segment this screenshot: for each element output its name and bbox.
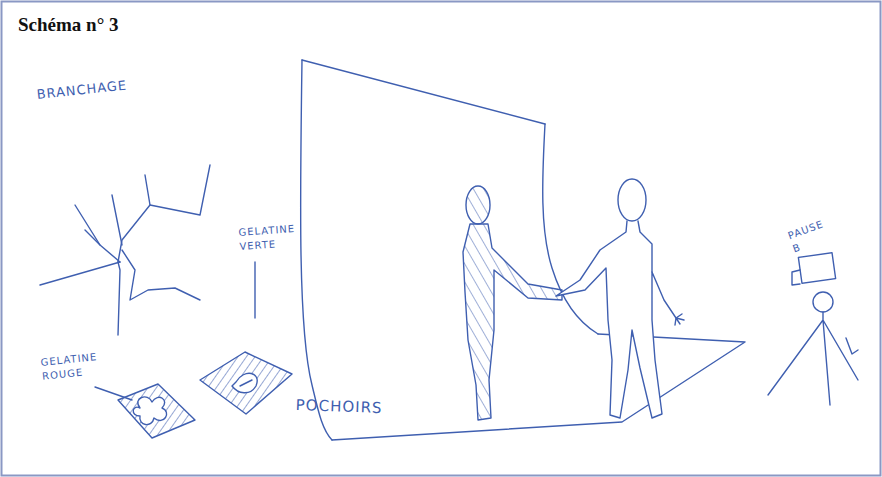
exposure-label: PAUSE B (786, 215, 837, 256)
backdrop-paper (301, 60, 745, 440)
branch-drawing (40, 165, 210, 335)
camera-on-tripod (768, 253, 858, 405)
gel-label: GELATINE ROUGE (40, 349, 113, 384)
stencil-red (118, 384, 195, 438)
stencil-green (200, 352, 292, 414)
model-hatched (463, 186, 562, 420)
leader-line (254, 262, 255, 318)
stencil-label: POCHOIRS (296, 398, 406, 416)
gel-label: GELATINE VERTE (238, 221, 310, 254)
branch-label: BRANCHAGE (36, 72, 187, 102)
model-outline (556, 179, 684, 418)
title: Schéma n° 3 (18, 14, 119, 36)
